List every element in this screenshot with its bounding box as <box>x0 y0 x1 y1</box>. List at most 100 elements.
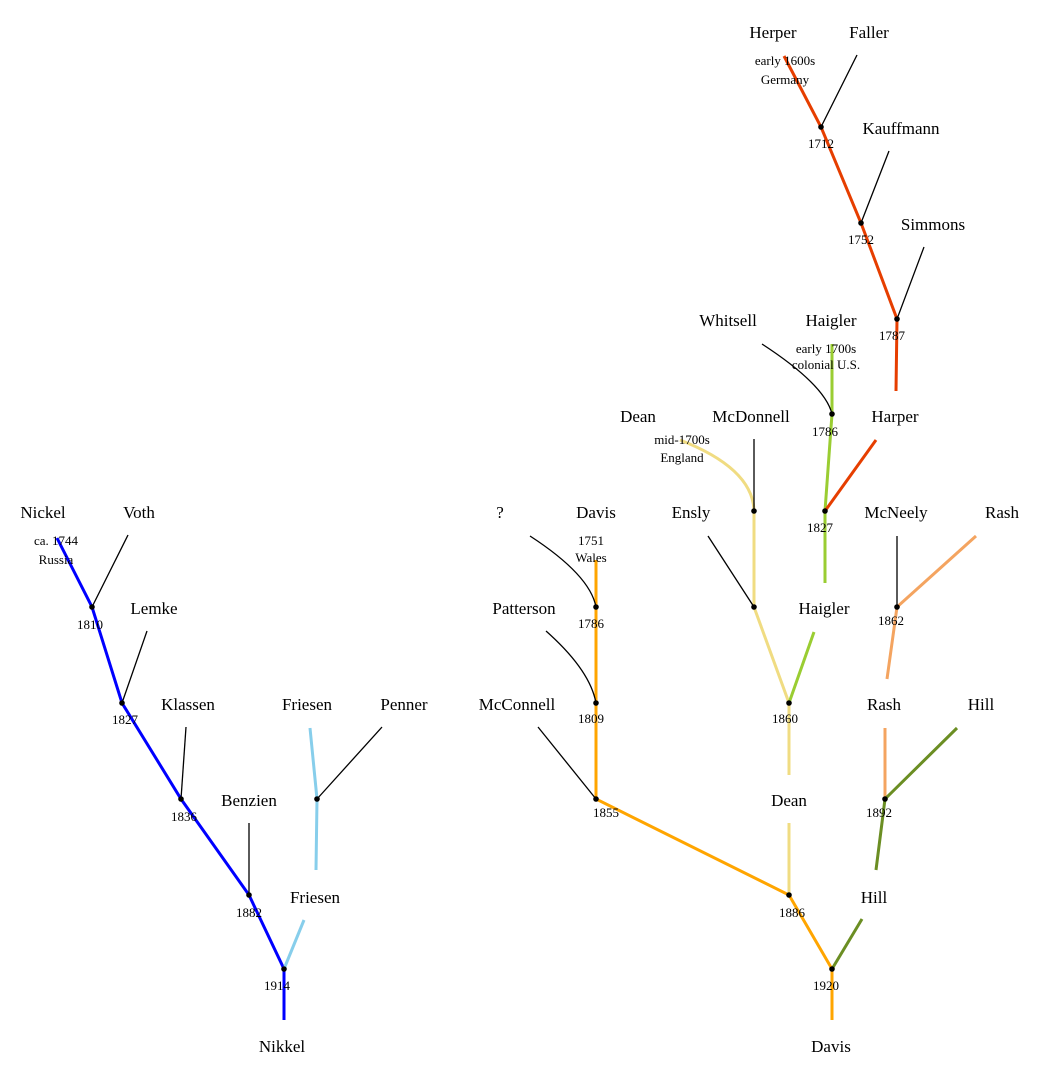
node-dot <box>119 700 125 706</box>
year-label: 1886 <box>779 905 806 920</box>
name-ensly: Ensly <box>672 503 711 522</box>
year-label: 1836 <box>171 809 198 824</box>
lemke-branch <box>121 630 148 704</box>
name-hill-mid: Hill <box>861 888 888 907</box>
origin-haigler-date: early 1700s <box>796 341 856 356</box>
year-label: 1786 <box>812 424 839 439</box>
name-rash-mid: Rash <box>867 695 902 714</box>
name-haigler-top: Haigler <box>806 311 857 330</box>
node-dot <box>786 892 792 898</box>
name-mcconnell: McConnell <box>479 695 556 714</box>
faller-branch <box>820 54 858 128</box>
node-dot <box>314 796 320 802</box>
name-friesen-mid: Friesen <box>290 888 341 907</box>
origin-dean-place: England <box>660 450 704 465</box>
node-dot <box>246 892 252 898</box>
rash-line-upper <box>885 534 978 680</box>
year-label: 1786 <box>578 616 605 631</box>
year-label: 1860 <box>772 711 798 726</box>
name-davis-top: Davis <box>576 503 616 522</box>
node-dot <box>829 966 835 972</box>
name-nikkel: Nikkel <box>259 1037 306 1056</box>
name-harper: Harper <box>871 407 919 426</box>
name-rash-top: Rash <box>985 503 1020 522</box>
hill-line-lower <box>830 918 864 970</box>
node-dot <box>786 700 792 706</box>
whitsell-branch <box>761 343 833 415</box>
node-dot <box>593 604 599 610</box>
year-label: 1752 <box>848 232 874 247</box>
year-label: 1712 <box>808 136 834 151</box>
node-dot <box>829 411 835 417</box>
origin-davis-date: 1751 <box>578 533 604 548</box>
name-mcdonnell: McDonnell <box>712 407 790 426</box>
dean-line <box>679 438 791 775</box>
year-label: 1809 <box>578 711 604 726</box>
year-label: 1920 <box>813 978 839 993</box>
name-klassen: Klassen <box>161 695 215 714</box>
year-label: 1914 <box>264 978 291 993</box>
name-haigler-mid: Haigler <box>799 599 850 618</box>
node-dot <box>822 508 828 514</box>
name-kauffmann: Kauffmann <box>862 119 940 138</box>
origin-nickel-date: ca. 1744 <box>34 533 79 548</box>
name-whitsell: Whitsell <box>699 311 757 330</box>
node-dot <box>593 700 599 706</box>
node-dot <box>882 796 888 802</box>
origin-davis-place: Wales <box>575 550 606 565</box>
hill-line-upper <box>874 726 959 871</box>
year-label: 1787 <box>879 328 906 343</box>
penner-branch <box>316 726 383 800</box>
name-dean-mid: Dean <box>771 791 807 810</box>
ensly-branch <box>707 535 755 608</box>
year-label: 1810 <box>77 617 103 632</box>
name-herper: Herper <box>749 23 797 42</box>
name-voth: Voth <box>123 503 155 522</box>
name-unknown: ? <box>496 503 504 522</box>
year-label: 1862 <box>878 613 904 628</box>
year-label: 1855 <box>593 805 619 820</box>
name-simmons: Simmons <box>901 215 965 234</box>
name-dean-top: Dean <box>620 407 656 426</box>
origin-nickel-place: Russia <box>39 552 74 567</box>
patterson-branch <box>545 630 597 704</box>
year-label: 1827 <box>807 520 834 535</box>
unknown-branch <box>529 535 597 608</box>
origin-herper-date: early 1600s <box>755 53 815 68</box>
name-nickel-top: Nickel <box>20 503 66 522</box>
year-label: 1882 <box>236 905 262 920</box>
simmons-branch <box>896 246 925 320</box>
node-dot <box>818 124 824 130</box>
name-hill-top: Hill <box>968 695 995 714</box>
friesen-line-lower <box>282 919 306 970</box>
davis-line-upper <box>594 560 834 1020</box>
name-mcneely: McNeely <box>864 503 928 522</box>
origin-haigler-place: colonial U.S. <box>792 357 860 372</box>
haigler-line <box>823 344 834 583</box>
year-label: 1892 <box>866 805 892 820</box>
name-penner: Penner <box>380 695 428 714</box>
node-dot <box>858 220 864 226</box>
mcconnell-branch <box>537 726 597 800</box>
node-dot <box>894 604 900 610</box>
name-davis-bottom: Davis <box>811 1037 851 1056</box>
node-dot <box>178 796 184 802</box>
kauffmann-branch <box>860 150 890 224</box>
name-benzien: Benzien <box>221 791 277 810</box>
node-dot <box>751 508 757 514</box>
node-dot <box>281 966 287 972</box>
klassen-branch <box>180 726 187 800</box>
origin-herper-place: Germany <box>761 72 810 87</box>
node-dot <box>593 796 599 802</box>
name-patterson: Patterson <box>492 599 556 618</box>
name-lemke: Lemke <box>130 599 177 618</box>
harper-lower-line <box>823 439 878 512</box>
voth-branch <box>91 534 129 608</box>
node-dot <box>751 604 757 610</box>
name-friesen-top: Friesen <box>282 695 333 714</box>
name-faller: Faller <box>849 23 889 42</box>
node-dot <box>89 604 95 610</box>
origin-dean-date: mid-1700s <box>654 432 710 447</box>
year-label: 1827 <box>112 712 139 727</box>
